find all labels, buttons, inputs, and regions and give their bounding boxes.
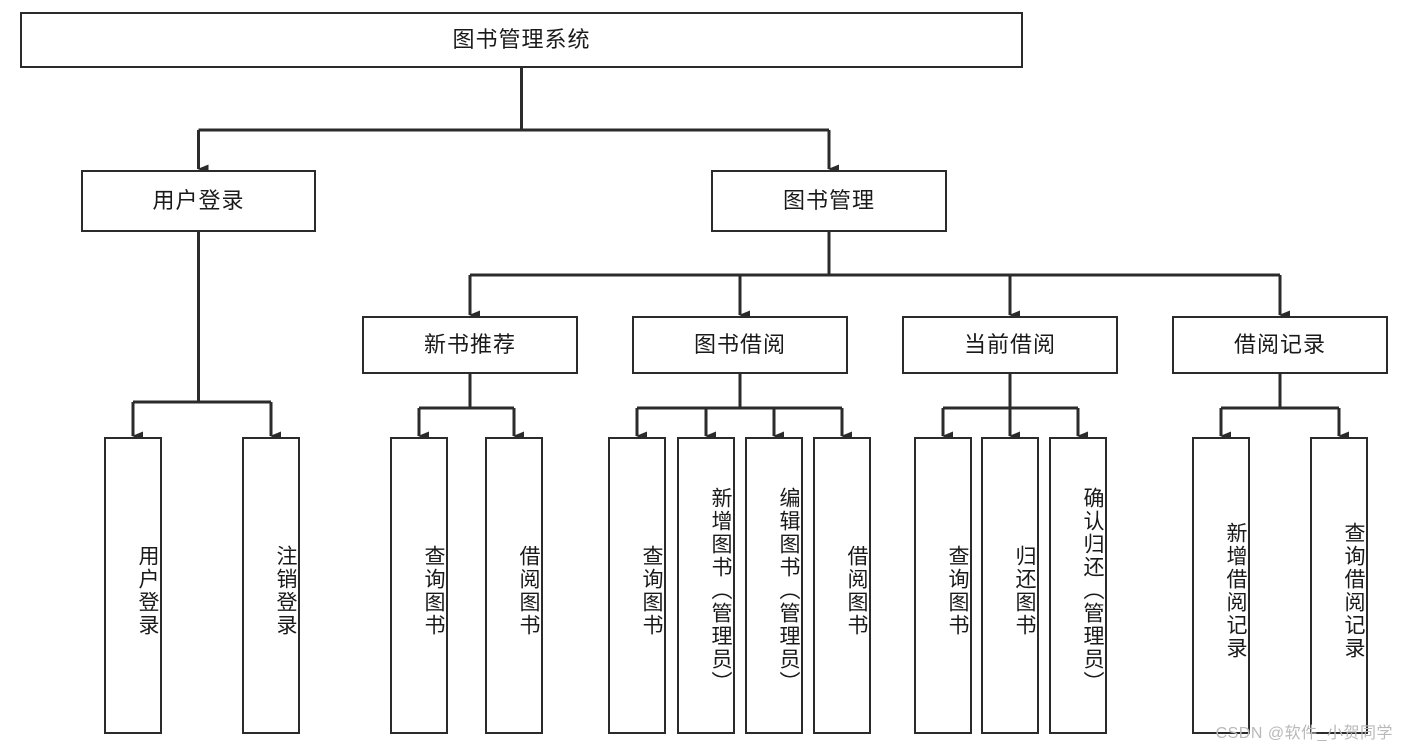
leaf-query-books-current[interactable]: 查询图书 xyxy=(914,437,972,734)
node-label: 借阅记录 xyxy=(1233,331,1326,357)
node-new-book-recommendation[interactable]: 新书推荐 xyxy=(362,316,578,374)
node-label: 查询图书 xyxy=(422,544,445,637)
leaf-add-borrowing-record[interactable]: 新增借阅记录 xyxy=(1192,437,1250,734)
edge-paths xyxy=(131,68,1349,441)
leaf-return-books[interactable]: 归还图书 xyxy=(981,437,1039,734)
node-label: 查询图书 xyxy=(640,544,663,637)
node-label: 新增借阅记录 xyxy=(1224,521,1247,660)
leaf-query-books-borrowing[interactable]: 查询图书 xyxy=(608,437,666,734)
node-user-login[interactable]: 用户登录 xyxy=(81,170,316,232)
leaf-query-borrowing-record[interactable]: 查询借阅记录 xyxy=(1310,437,1368,734)
node-label: 编辑图书（管理员） xyxy=(777,487,800,694)
watermark-text: CSDN @软件_小贺同学 xyxy=(1215,725,1393,742)
node-label: 借阅图书 xyxy=(845,544,868,637)
node-label: 图书借阅 xyxy=(693,331,786,357)
node-root-book-management-system[interactable]: 图书管理系统 xyxy=(20,12,1023,68)
node-label: 用户登录 xyxy=(136,544,159,637)
node-label: 当前借阅 xyxy=(963,331,1056,357)
leaf-add-book-admin[interactable]: 新增图书（管理员） xyxy=(677,437,735,734)
node-label: 查询图书 xyxy=(946,544,969,637)
node-label: 图书管理系统 xyxy=(452,26,591,52)
node-book-borrowing[interactable]: 图书借阅 xyxy=(632,316,848,374)
node-label: 借阅图书 xyxy=(517,544,540,637)
leaf-user-login[interactable]: 用户登录 xyxy=(104,437,162,734)
leaf-confirm-return-admin[interactable]: 确认归还（管理员） xyxy=(1049,437,1107,734)
node-label: 确认归还（管理员） xyxy=(1081,487,1104,694)
node-borrowing-records[interactable]: 借阅记录 xyxy=(1172,316,1388,374)
node-label: 归还图书 xyxy=(1013,544,1036,637)
leaf-borrow-books[interactable]: 借阅图书 xyxy=(813,437,871,734)
leaf-edit-book-admin[interactable]: 编辑图书（管理员） xyxy=(745,437,803,734)
node-current-borrowing[interactable]: 当前借阅 xyxy=(902,316,1118,374)
node-label: 新书推荐 xyxy=(423,331,516,357)
leaf-borrow-books-recommendation[interactable]: 借阅图书 xyxy=(485,437,543,734)
leaf-logout[interactable]: 注销登录 xyxy=(242,437,300,734)
node-label: 用户登录 xyxy=(152,187,245,213)
leaf-query-books-recommendation[interactable]: 查询图书 xyxy=(390,437,448,734)
node-label: 查询借阅记录 xyxy=(1342,521,1365,660)
node-book-management[interactable]: 图书管理 xyxy=(711,170,947,232)
node-label: 图书管理 xyxy=(782,187,875,213)
node-label: 注销登录 xyxy=(274,544,297,637)
node-label: 新增图书（管理员） xyxy=(709,487,732,694)
